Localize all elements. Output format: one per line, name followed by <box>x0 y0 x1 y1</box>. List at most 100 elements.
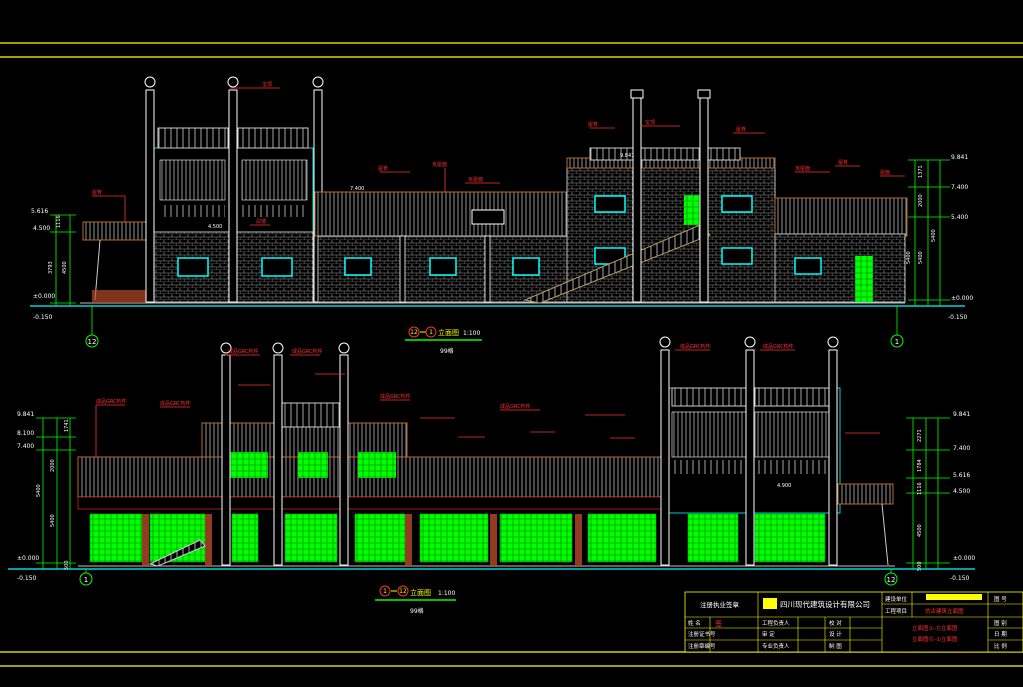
bottom-tag-0: 成品GRC构件 <box>96 398 127 405</box>
company-name: 四川现代建筑设计有限公司 <box>780 599 870 609</box>
project-highlight <box>926 594 982 600</box>
top-dim-right-4: 5400 <box>906 251 912 264</box>
top-caption-num-b: 1 <box>429 329 433 336</box>
bottom-axis-left: 1 <box>84 576 88 584</box>
bottom-dim-right-4: 500 <box>917 561 923 571</box>
svg-text:屋脊: 屋脊 <box>92 189 102 196</box>
bottom-tag-5: 成品GRC构件 <box>500 403 531 410</box>
bottom-caption-scale: 1:100 <box>438 590 455 597</box>
top-dim-right-0: 1371 <box>918 165 924 178</box>
top-elev-left-2: ±0.000 <box>33 293 55 300</box>
top-elev-left-3: -0.150 <box>33 314 53 321</box>
bottom-dim-left-0: 1741 <box>64 419 70 432</box>
bottom-dim-right-0: 2271 <box>917 429 923 442</box>
reg-label: 注册执业签章 <box>700 600 740 609</box>
bottom-tag-6: 成品GRC构件 <box>680 343 711 350</box>
svg-text:瓦屋面: 瓦屋面 <box>795 166 810 172</box>
bottom-caption: 1 12 立面图 1:100 99格 <box>375 585 456 615</box>
bottom-caption-text: 立面图 <box>410 588 431 597</box>
top-dim-left-0: 1116 <box>56 215 62 228</box>
top-dim-right-1: 2000 <box>918 194 924 207</box>
bottom-axis-right: 12 <box>887 576 896 584</box>
right-label-1: 工程项目 <box>885 607 907 615</box>
top-dim-left-1: 3793 <box>48 261 54 274</box>
svg-text:白墙: 白墙 <box>256 218 266 225</box>
top-elev-right-1: 7.400 <box>951 184 968 191</box>
svg-text:瓦屋面: 瓦屋面 <box>468 177 483 183</box>
bottom-caption-sub: 99格 <box>410 607 424 615</box>
mid-label2-0: 校 对 <box>829 619 842 627</box>
bottom-elev-right-5: -0.150 <box>950 575 970 582</box>
drawing-title: 仿古建筑立面图 <box>925 607 964 615</box>
bottom-elev-left-1: 8.100 <box>17 430 34 437</box>
bottom-dim-right-2: 1116 <box>917 482 923 495</box>
top-caption-sub: 99格 <box>440 347 454 355</box>
top-elev-right-0: 9.841 <box>951 154 968 161</box>
row-label-2: 注册章编号 <box>688 642 716 650</box>
mid-label2-2: 制 图 <box>829 642 842 650</box>
top-elev-left-1: 4.500 <box>33 225 50 232</box>
bottom-elev-left-2: 7.400 <box>17 443 34 450</box>
bottom-tag-3: 成品GRC构件 <box>292 348 323 355</box>
top-inline-0: 7.400 <box>350 186 364 192</box>
company-logo-icon <box>763 598 777 609</box>
signature-name-icon: 签 <box>715 619 722 628</box>
top-elevation: 屋脊 宝顶 白墙 屋脊 瓦屋面 瓦屋面 屋脊 宝顶 屋脊 瓦屋面 屋脊 屋面 5… <box>30 76 973 355</box>
top-caption: 12 1 立面图 1:100 99格 <box>405 326 482 355</box>
top-dim-right-3: 5400 <box>918 251 924 264</box>
bottom-tag-2: 成品GRC构件 <box>228 348 259 355</box>
meta-label-1: 图 别 <box>994 619 1007 627</box>
svg-text:屋脊: 屋脊 <box>838 159 848 166</box>
svg-text:瓦屋面: 瓦屋面 <box>432 162 447 168</box>
top-inline-1: 9.841 <box>620 153 634 159</box>
drawing-name-1: 立面图⑫-①立面图 <box>912 635 958 643</box>
bottom-elevation: 成品GRC构件 成品GRC构件 成品GRC构件 成品GRC构件 成品GRC构件 … <box>8 336 975 615</box>
bottom-caption-num-a: 1 <box>383 588 387 595</box>
bottom-dim-left-2: 5400 <box>36 484 42 497</box>
top-dim-right-2: 5400 <box>931 229 937 242</box>
top-caption-num-a: 12 <box>410 329 418 336</box>
row-label-0: 姓 名 <box>688 619 701 627</box>
mid-label2-1: 设 计 <box>829 630 842 638</box>
bottom-tag-4: 成品GRC构件 <box>380 393 411 400</box>
bottom-elev-right-1: 7.400 <box>953 445 970 452</box>
bottom-elev-left-3: ±0.000 <box>17 555 39 562</box>
bottom-dim-left-3: 5400 <box>50 514 56 527</box>
bottom-elev-left-4: -0.150 <box>17 575 37 582</box>
top-elev-right-3: ±0.000 <box>951 295 973 302</box>
bottom-inline-0: 4.900 <box>777 483 791 489</box>
meta-label-2: 日 期 <box>994 631 1007 638</box>
svg-text:屋脊: 屋脊 <box>736 126 746 133</box>
mid-label-2: 专业负责人 <box>762 642 790 650</box>
bottom-tag-1: 成品GRC构件 <box>160 400 191 407</box>
svg-text:宝顶: 宝顶 <box>645 119 655 126</box>
top-axis-right: 1 <box>895 338 899 346</box>
bottom-dim-left-1: 2000 <box>50 459 56 472</box>
bottom-elev-left-0: 9.841 <box>17 411 34 418</box>
svg-text:屋面: 屋面 <box>880 170 890 176</box>
bottom-dim-right-1: 1784 <box>917 459 923 472</box>
mid-label-1: 审 定 <box>762 630 775 638</box>
bottom-caption-num-b: 12 <box>399 588 407 595</box>
bottom-dim-right-3: 4500 <box>917 524 923 537</box>
top-dim-left-2: 4500 <box>62 261 68 274</box>
right-label-0: 建设单位 <box>885 595 908 603</box>
drawing-frame <box>0 42 1023 667</box>
top-inline-2: 4.500 <box>208 224 222 230</box>
svg-text:屋脊: 屋脊 <box>378 165 388 172</box>
drawing-name-0: 立面图①-⑫立面图 <box>912 624 958 632</box>
row-label-1: 注册证书号 <box>688 630 716 638</box>
top-caption-scale: 1:100 <box>463 330 480 337</box>
title-block: 注册执业签章 四川现代建筑设计有限公司 姓 名 注册证书号 注册章编号 签 工程… <box>684 591 1023 653</box>
meta-label-0: 图 号 <box>994 595 1007 603</box>
bottom-elev-right-2: 5.616 <box>953 472 970 479</box>
top-elev-left-0: 5.616 <box>31 208 48 215</box>
top-elev-right-2: 5.400 <box>951 214 968 221</box>
svg-text:屋脊: 屋脊 <box>588 121 598 128</box>
meta-label-3: 比 例 <box>994 642 1007 650</box>
bottom-tag-7: 成品GRC构件 <box>763 343 794 350</box>
top-elev-right-4: -0.150 <box>948 314 968 321</box>
bottom-elev-right-0: 9.841 <box>953 411 970 418</box>
bottom-elev-right-4: ±0.000 <box>953 555 975 562</box>
